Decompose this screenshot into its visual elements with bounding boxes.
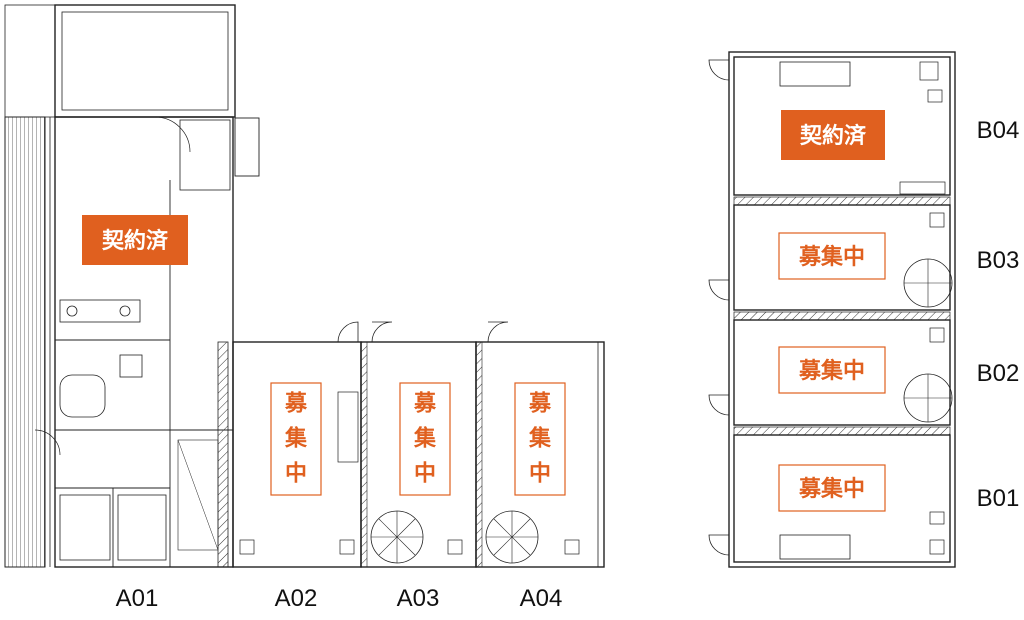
b02-unit-label: B02 [977, 360, 1020, 387]
a02-unit-label: A02 [275, 585, 318, 612]
b-outer-wall [728, 51, 956, 568]
a04-status-box [514, 382, 566, 496]
a03-status-text: 募集中 [413, 391, 437, 486]
a03-unit-label: A03 [397, 585, 440, 612]
b03-body [733, 204, 951, 311]
b01-stair [779, 534, 851, 560]
a01-side-wall [4, 4, 56, 118]
a01-upper-balcony [54, 4, 236, 118]
b01-status-badge: 募集中 [778, 464, 886, 512]
a01-status-badge: 契約済 [82, 215, 188, 265]
a03-status-box [399, 382, 451, 496]
b03-status-badge: 募集中 [778, 232, 886, 280]
building-a [4, 4, 605, 568]
a01-deck [4, 116, 46, 568]
a01-status-box [82, 215, 188, 265]
b03-status-text: 募集中 [798, 244, 865, 270]
b03-status-box [778, 232, 886, 280]
a04-status-badge: 募集中 [514, 382, 566, 496]
a02-status-text: 募集中 [284, 391, 308, 486]
b02-status-box [778, 346, 886, 394]
b04-unit-label: B04 [977, 117, 1020, 144]
b01-unit-label: B01 [977, 485, 1020, 512]
b04-status-box [781, 110, 885, 160]
b01-body [733, 434, 951, 563]
a04-status-text: 募集中 [528, 391, 552, 486]
b04-stair [779, 61, 851, 87]
b01-status-text: 募集中 [798, 476, 865, 502]
b04-status-text: 契約済 [799, 123, 867, 149]
b04-status-badge: 契約済 [781, 110, 885, 160]
a01-unit-label: A01 [116, 585, 159, 612]
a02-status-badge: 募集中 [270, 382, 322, 496]
b02-body [733, 319, 951, 426]
a03-status-badge: 募集中 [399, 382, 451, 496]
a04-unit-label: A04 [520, 585, 563, 612]
b03-unit-label: B03 [977, 247, 1020, 274]
a01-body [54, 116, 234, 568]
a01-status-text: 契約済 [101, 228, 169, 254]
b02-status-badge: 募集中 [778, 346, 886, 394]
a02-status-box [270, 382, 322, 496]
b02-status-text: 募集中 [798, 358, 865, 384]
b01-status-box [778, 464, 886, 512]
building-b [708, 51, 956, 568]
b04-body [733, 56, 951, 196]
